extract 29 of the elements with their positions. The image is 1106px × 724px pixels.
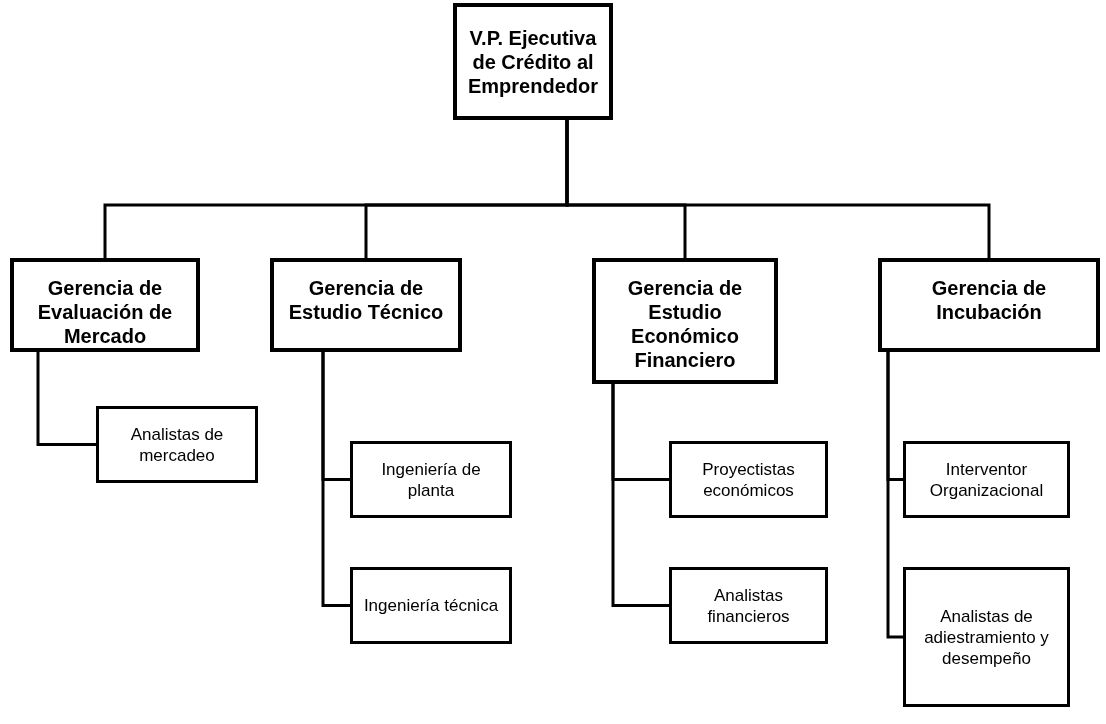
box-title: Gerencia de Estudio Económico Financiero [627, 277, 743, 371]
position-box [669, 567, 828, 644]
box-title: Analistas financieros [707, 585, 790, 626]
box-title: Analistas de mercadeo [130, 424, 224, 465]
connector-line [611, 384, 669, 607]
department-box [270, 258, 462, 352]
box-title: Ingeniería de planta [381, 459, 481, 500]
position-box [350, 567, 512, 644]
position-box [96, 406, 258, 483]
box-title: Ingeniería técnica [363, 596, 499, 615]
box-title: Gerencia de Evaluación de Mercado [37, 277, 173, 347]
box-title: V.P. Ejecutiva de Crédito al Emprendedor [468, 26, 598, 97]
department-box [10, 258, 200, 352]
position-box [669, 441, 828, 518]
box-title: Analistas de adiestramiento y desempeño [924, 606, 1049, 668]
position-box [903, 441, 1070, 518]
position-box [903, 567, 1070, 707]
position-box [350, 441, 512, 518]
box-title: Interventor Organizacional [929, 459, 1044, 500]
department-box [592, 258, 778, 384]
department-box [878, 258, 1100, 352]
connector-line [36, 352, 96, 446]
box-title: Gerencia de Incubación [931, 277, 1047, 323]
connector-line [565, 120, 991, 258]
connector-line [321, 352, 350, 607]
department-box [453, 3, 613, 120]
box-title: Gerencia de Estudio Técnico [288, 277, 444, 323]
box-title: Proyectistas económicos [702, 459, 795, 500]
connector-line [886, 352, 903, 639]
